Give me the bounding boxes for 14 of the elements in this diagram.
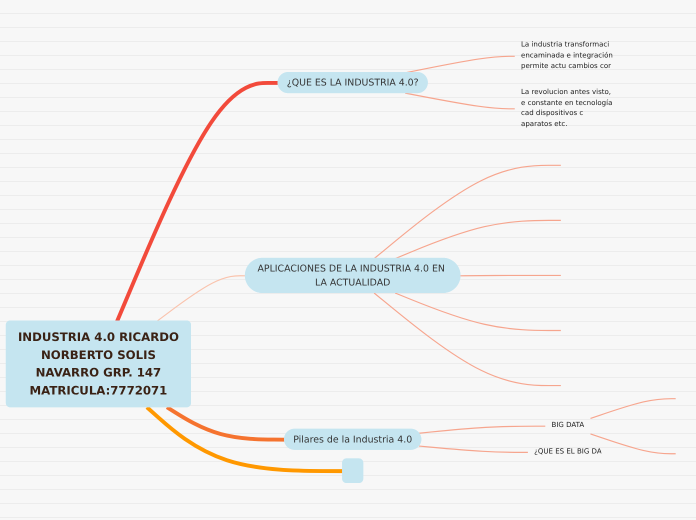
connector: [405, 92, 515, 110]
connector: [460, 274, 561, 276]
connector: [590, 433, 676, 454]
connector: [394, 292, 561, 332]
connector: [115, 80, 278, 322]
connector: [374, 292, 561, 386]
connector: [394, 220, 561, 260]
connector: [419, 426, 546, 434]
connector: [156, 275, 246, 322]
connector: [146, 406, 343, 474]
connector: [374, 164, 561, 260]
connector: [166, 406, 285, 442]
connector: [419, 446, 528, 453]
connector: [590, 398, 676, 420]
